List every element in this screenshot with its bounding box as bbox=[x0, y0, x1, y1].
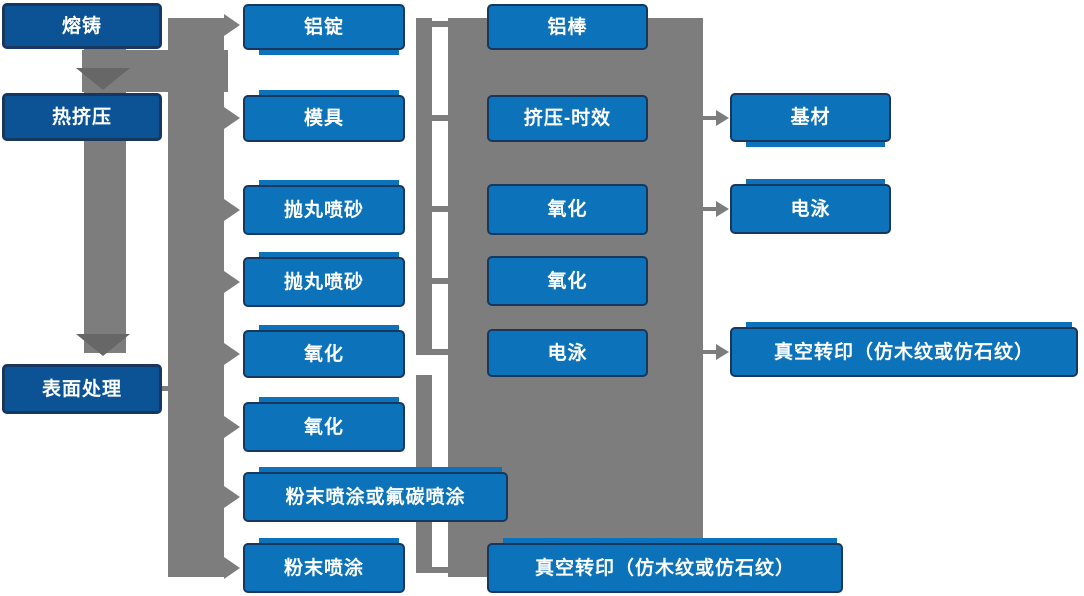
flow-node-oxidation-1: 氧化 bbox=[243, 325, 405, 378]
flow-node-oxidation-1-echo bbox=[259, 325, 399, 330]
flow-node-hot-extrusion: 热挤压 bbox=[2, 93, 162, 141]
flow-node-base-material: 基材 bbox=[730, 93, 891, 147]
flow-node-electrophoresis-2-echo bbox=[746, 179, 885, 184]
flow-node-mold: 模具 bbox=[243, 90, 405, 142]
arrow-into-powder-fluorocarbon-arrowhead-icon bbox=[224, 486, 240, 508]
arrow-into-powder-coating-arrowhead-icon bbox=[224, 557, 240, 579]
arrow-into-vacuum-transfer-2-arrowhead-icon bbox=[716, 344, 729, 360]
flow-node-shot-blasting-1: 抛丸喷砂 bbox=[243, 180, 405, 235]
row-stub-oxidation-3-connector bbox=[428, 206, 450, 212]
arrow-tail-vacuum-transfer-2-connector bbox=[703, 350, 717, 354]
flow-node-aluminum-ingot-label: 铝锭 bbox=[303, 16, 344, 38]
flow-node-oxidation-3-label: 氧化 bbox=[547, 199, 588, 220]
left-feeder-band-connector-band bbox=[168, 18, 224, 577]
flow-node-electrophoresis-2-label: 电泳 bbox=[790, 198, 831, 220]
flow-node-electrophoresis-1: 电泳 bbox=[487, 329, 648, 377]
arrow-into-shot-blasting-2-arrowhead-icon bbox=[224, 271, 240, 293]
flow-node-oxidation-2-echo bbox=[259, 397, 399, 402]
flow-node-extrusion-aging: 挤压-时效 bbox=[487, 95, 648, 142]
flow-node-melt-casting: 熔铸 bbox=[2, 3, 162, 49]
arrow-into-mold-arrowhead-icon bbox=[224, 107, 240, 129]
arrow-tail-electrophoresis-2-connector bbox=[703, 207, 717, 211]
flow-node-vacuum-transfer-print-1-label: 真空转印（仿木纹或仿石纹） bbox=[534, 557, 795, 579]
flow-node-shot-blasting-1-label: 抛丸喷砂 bbox=[283, 199, 364, 221]
flow-node-vacuum-transfer-print-1-echo bbox=[503, 538, 837, 543]
flow-node-shot-blasting-2-echo bbox=[259, 252, 399, 257]
row-stub-extrusion-aging-connector bbox=[428, 115, 450, 121]
flow-node-electrophoresis-1-label: 电泳 bbox=[547, 342, 588, 364]
flow-node-vacuum-transfer-print-1: 真空转印（仿木纹或仿石纹） bbox=[487, 538, 843, 593]
row-stub-oxidation-4-connector bbox=[428, 278, 450, 284]
flow-node-powder-or-fluorocarbon-echo bbox=[259, 467, 502, 472]
arrow-down-surface-treatment-arrowhead-icon bbox=[76, 334, 130, 356]
flow-node-powder-coating-label: 粉末喷涂 bbox=[283, 557, 364, 579]
flow-node-melt-casting-label: 熔铸 bbox=[61, 15, 102, 37]
surface-treatment-stub-connector bbox=[160, 386, 170, 391]
bottom-stub-vacuum-transfer-connector bbox=[430, 567, 450, 573]
flow-node-powder-coating: 粉末喷涂 bbox=[243, 538, 405, 593]
flow-node-powder-coating-echo bbox=[259, 538, 399, 543]
flow-node-oxidation-2: 氧化 bbox=[243, 397, 405, 452]
flow-node-shot-blasting-2: 抛丸喷砂 bbox=[243, 252, 405, 307]
arrow-into-oxidation-1-arrowhead-icon bbox=[224, 343, 240, 365]
flow-node-powder-or-fluorocarbon-label: 粉末喷涂或氟碳喷涂 bbox=[285, 486, 466, 508]
arrow-tail-base-material-connector bbox=[703, 116, 717, 120]
flow-node-aluminum-rod-label: 铝棒 bbox=[547, 16, 588, 38]
flow-node-shot-blasting-2-label: 抛丸喷砂 bbox=[283, 271, 364, 293]
flow-node-vacuum-transfer-print-2-label: 真空转印（仿木纹或仿石纹） bbox=[773, 341, 1034, 363]
flow-node-electrophoresis-2: 电泳 bbox=[730, 179, 891, 234]
arrow-into-base-material-arrowhead-icon bbox=[716, 110, 729, 126]
flow-node-oxidation-4-label: 氧化 bbox=[547, 270, 588, 292]
arrow-into-aluminum-ingot-arrowhead-icon bbox=[224, 14, 240, 36]
flow-node-hot-extrusion-label: 热挤压 bbox=[51, 106, 112, 128]
flow-node-surface-treatment: 表面处理 bbox=[2, 364, 162, 414]
flow-node-base-material-echo bbox=[746, 142, 885, 147]
flow-node-aluminum-ingot-echo bbox=[259, 50, 399, 55]
flow-node-oxidation-3: 氧化 bbox=[487, 184, 648, 235]
flow-node-vacuum-transfer-print-2: 真空转印（仿木纹或仿石纹） bbox=[730, 322, 1078, 377]
flow-node-oxidation-2-label: 氧化 bbox=[303, 416, 344, 438]
row-stub-electrophoresis-connector bbox=[428, 349, 450, 355]
flow-node-base-material-label: 基材 bbox=[790, 107, 831, 128]
flow-node-extrusion-aging-label: 挤压-时效 bbox=[523, 108, 612, 129]
flow-node-oxidation-1-label: 氧化 bbox=[303, 343, 344, 365]
flow-node-powder-or-fluorocarbon: 粉末喷涂或氟碳喷涂 bbox=[243, 467, 508, 522]
arrow-into-oxidation-2-arrowhead-icon bbox=[224, 416, 240, 438]
flow-node-surface-treatment-label: 表面处理 bbox=[41, 378, 122, 400]
mid-connector-bar-upper-connector-band bbox=[416, 18, 432, 355]
flow-node-aluminum-ingot: 铝锭 bbox=[243, 4, 405, 55]
flow-node-aluminum-rod: 铝棒 bbox=[487, 4, 648, 50]
row-stub-aluminum-rod-connector bbox=[428, 21, 450, 27]
flow-node-oxidation-4: 氧化 bbox=[487, 256, 648, 306]
flow-node-shot-blasting-1-echo bbox=[259, 180, 399, 185]
flow-node-mold-echo bbox=[259, 90, 399, 95]
arrow-into-shot-blasting-1-arrowhead-icon bbox=[224, 199, 240, 221]
arrow-into-electrophoresis-2-arrowhead-icon bbox=[716, 201, 729, 217]
arrow-down-hot-extrusion-arrowhead-icon bbox=[76, 68, 130, 90]
flow-node-vacuum-transfer-print-2-echo bbox=[746, 322, 1072, 327]
flow-node-mold-label: 模具 bbox=[303, 108, 344, 129]
